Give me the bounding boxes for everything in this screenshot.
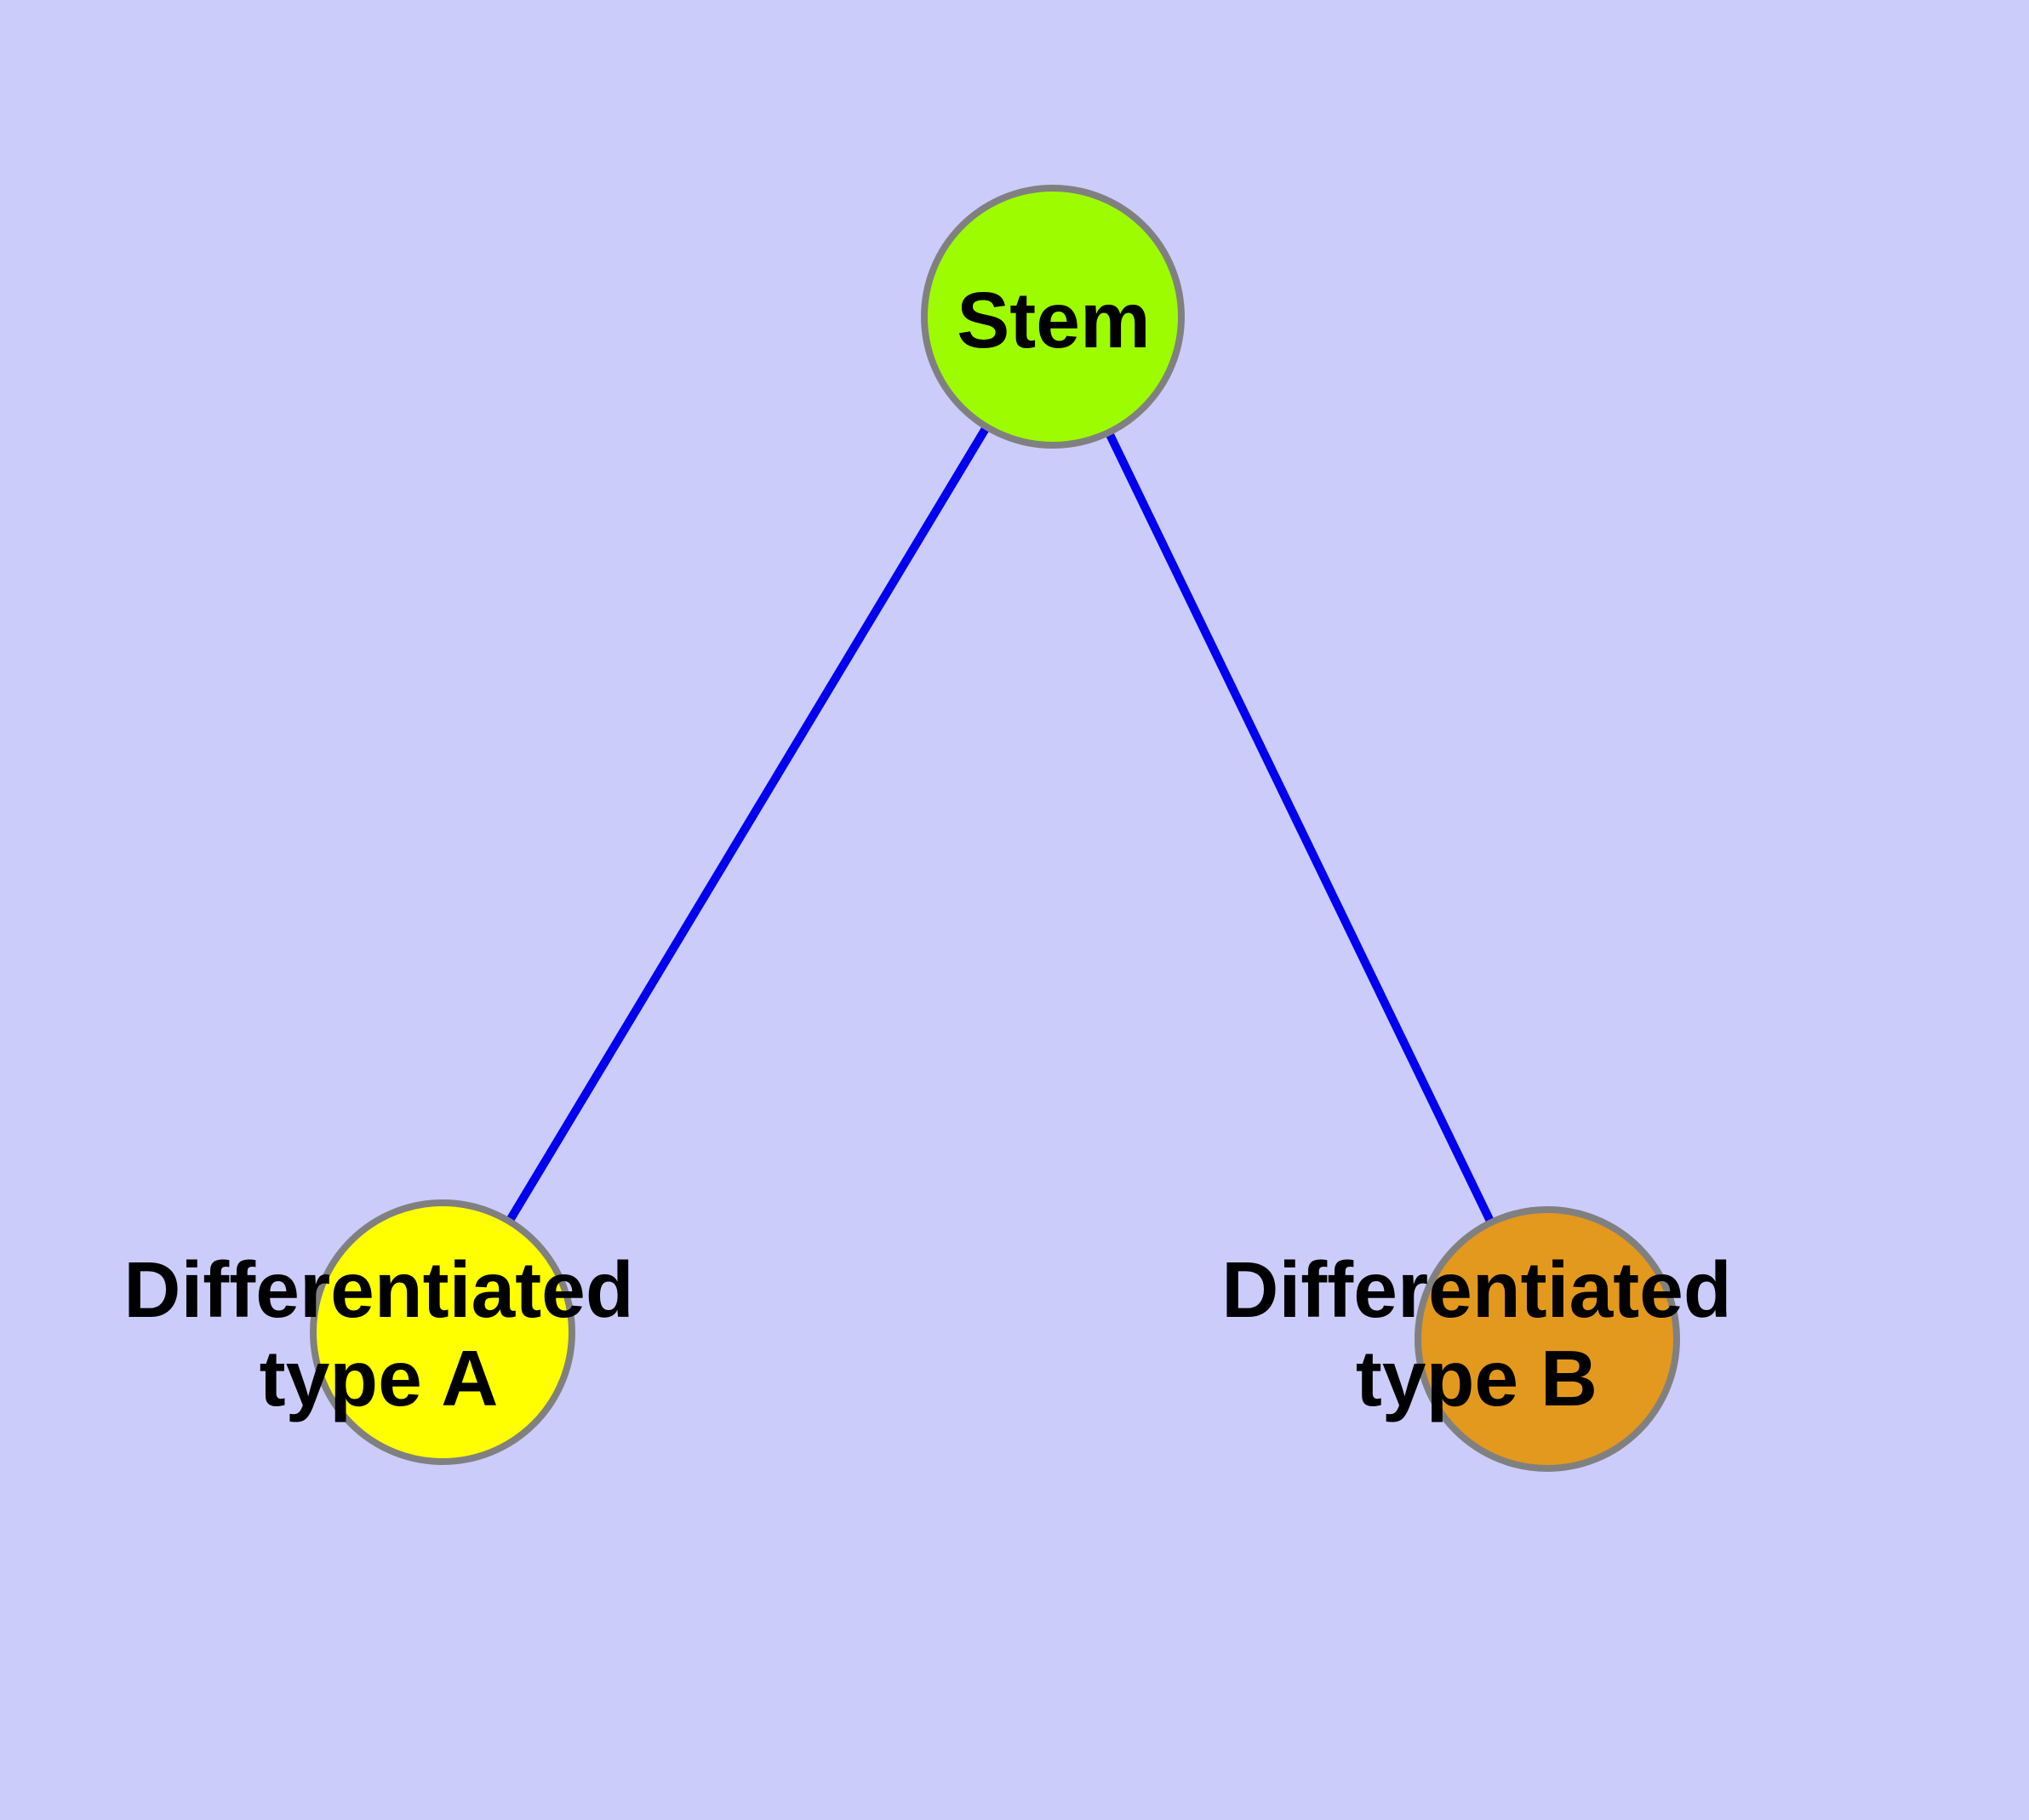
edge-stem-to-b [1049,314,1552,1342]
node-label-line: type B [1356,1334,1597,1422]
nodes-group [310,185,1680,1472]
node-label-stem: Stem [957,276,1150,364]
node-diff-b[interactable] [1415,1206,1680,1472]
node-label-line: type A [260,1334,499,1422]
node-stem[interactable] [921,185,1185,449]
edge-stem-to-a [438,314,1057,1335]
node-diff-a[interactable] [310,1199,575,1465]
node-label-line: Differentiated [123,1245,633,1334]
edges-group [438,314,1552,1342]
node-label-line: Differentiated [1221,1245,1731,1334]
node-label-line: Stem [957,276,1150,364]
